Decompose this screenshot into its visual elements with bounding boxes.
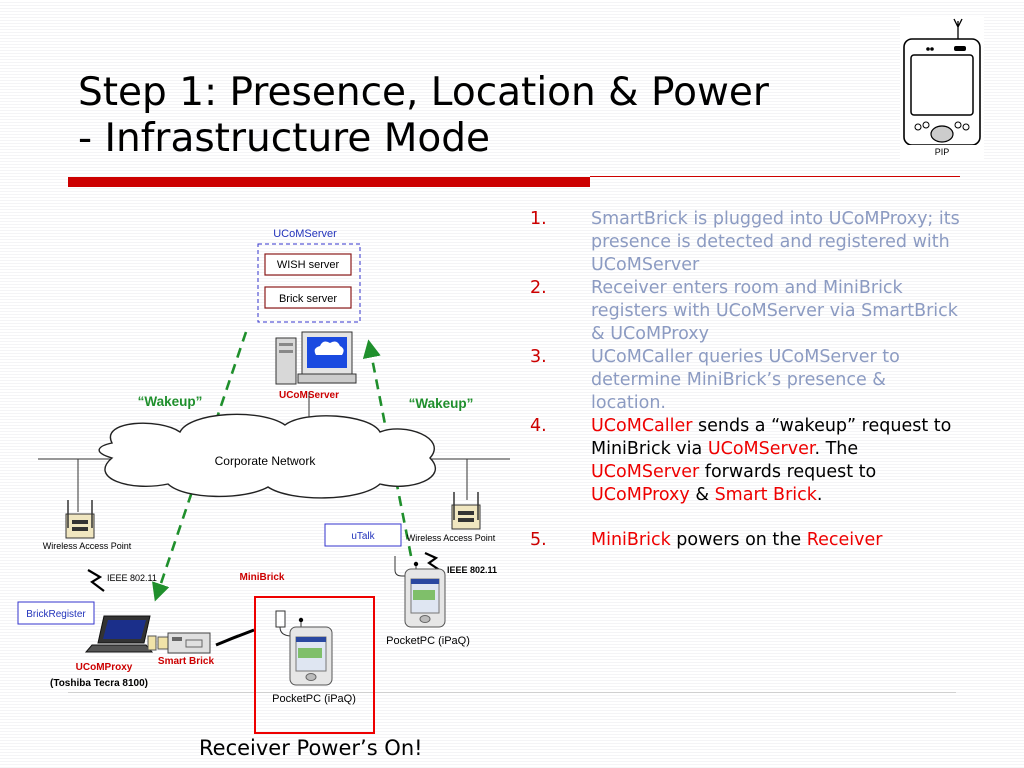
- wakeup-label-right: “Wakeup”: [409, 396, 474, 411]
- receiver-caption: Receiver Power’s On!: [199, 736, 423, 760]
- term-ucomserver: UCoMServer: [591, 462, 700, 482]
- toshiba-label: (Toshiba Tecra 8100): [50, 678, 148, 689]
- server-computer-icon: [275, 331, 357, 385]
- term-smart-brick: Smart Brick: [714, 485, 817, 505]
- bluetooth-signal-icon: [215, 628, 255, 647]
- term-ucomserver: UCoMServer: [707, 439, 815, 459]
- pip-device-image: PIP: [900, 15, 984, 161]
- access-point-left-icon: [65, 500, 95, 539]
- brick-server-box: Brick server: [264, 286, 352, 309]
- laptop-icon: [84, 615, 157, 653]
- step-text: Receiver enters room and MiniBrick regis…: [591, 278, 958, 344]
- minibrick-label: MiniBrick: [239, 572, 284, 583]
- brick-server-label: Brick server: [279, 293, 337, 305]
- step-number: 1.: [530, 209, 547, 229]
- access-point-right-label: Wireless Access Point: [407, 533, 496, 543]
- wireless-signal-left-icon: [87, 569, 105, 592]
- title-underline-thick: [68, 177, 590, 187]
- step-number: 2.: [530, 278, 547, 298]
- ieee-left-label: IEEE 802.11: [107, 573, 157, 583]
- title-underline-thin: [590, 176, 960, 177]
- title-line-1: Step 1: Presence, Location & Power: [78, 70, 769, 115]
- pocketpc-center-icon: [275, 610, 333, 686]
- step-3: 3. UCoMCaller queries UCoMServer to dete…: [530, 346, 965, 415]
- step-text: MiniBrick powers on the Receiver: [591, 530, 883, 550]
- ieee-right-label: IEEE 802.11: [447, 565, 497, 575]
- pocketpc-center-label: PocketPC (iPaQ): [272, 693, 356, 705]
- step-2: 2. Receiver enters room and MiniBrick re…: [530, 277, 965, 346]
- ucomserver-group-frame: [257, 243, 361, 323]
- term-minibrick: MiniBrick: [591, 530, 671, 550]
- corporate-network-label: Corporate Network: [215, 454, 317, 468]
- step-text: SmartBrick is plugged into UCoMProxy; it…: [591, 209, 960, 275]
- brickregister-box: BrickRegister: [17, 601, 95, 625]
- utalk-label: uTalk: [351, 531, 375, 542]
- ucomproxy-label: UCoMProxy: [76, 662, 133, 673]
- step-number: 4.: [530, 416, 547, 436]
- access-point-right-icon: [451, 492, 481, 530]
- wireless-signal-right-icon: [424, 551, 442, 572]
- step-1: 1. SmartBrick is plugged into UCoMProxy;…: [530, 208, 965, 277]
- corporate-network-cloud: [98, 413, 437, 499]
- term-receiver: Receiver: [806, 530, 883, 550]
- title-line-2: - Infrastructure Mode: [78, 116, 490, 161]
- pocketpc-right-label: PocketPC (iPaQ): [386, 635, 470, 647]
- step-text: UCoMCaller queries UCoMServer to determi…: [591, 347, 900, 413]
- access-point-left-label: Wireless Access Point: [43, 541, 132, 551]
- step-number: 3.: [530, 347, 547, 367]
- step-5: 5. MiniBrick powers on the Receiver: [530, 529, 965, 552]
- ucomserver-group-label: UCoMServer: [273, 228, 337, 240]
- pip-label: PIP: [934, 147, 950, 157]
- minibrick-receiver-frame: [254, 596, 375, 734]
- term-ucomcaller: UCoMCaller: [591, 416, 693, 436]
- smart-brick-label: Smart Brick: [158, 656, 215, 667]
- step-text: UCoMCaller sends a “wakeup” request to M…: [591, 416, 952, 505]
- utalk-box: uTalk: [324, 523, 402, 547]
- step-4: 4. UCoMCaller sends a “wakeup” request t…: [530, 415, 965, 507]
- pocketpc-right-icon: [394, 556, 446, 628]
- wakeup-label-left: “Wakeup”: [138, 394, 203, 409]
- smart-brick-icon: [157, 632, 211, 654]
- steps-list: 1. SmartBrick is plugged into UCoMProxy;…: [530, 208, 965, 552]
- term-ucomproxy: UCoMProxy: [591, 485, 690, 505]
- bottom-divider: [68, 692, 956, 693]
- slide-title: Step 1: Presence, Location & Power - Inf…: [78, 70, 769, 162]
- pda-icon: [903, 18, 981, 146]
- brickregister-label: BrickRegister: [26, 609, 86, 620]
- step-number: 5.: [530, 530, 547, 550]
- wish-server-label: WISH server: [277, 259, 340, 271]
- wish-server-box: WISH server: [264, 253, 352, 276]
